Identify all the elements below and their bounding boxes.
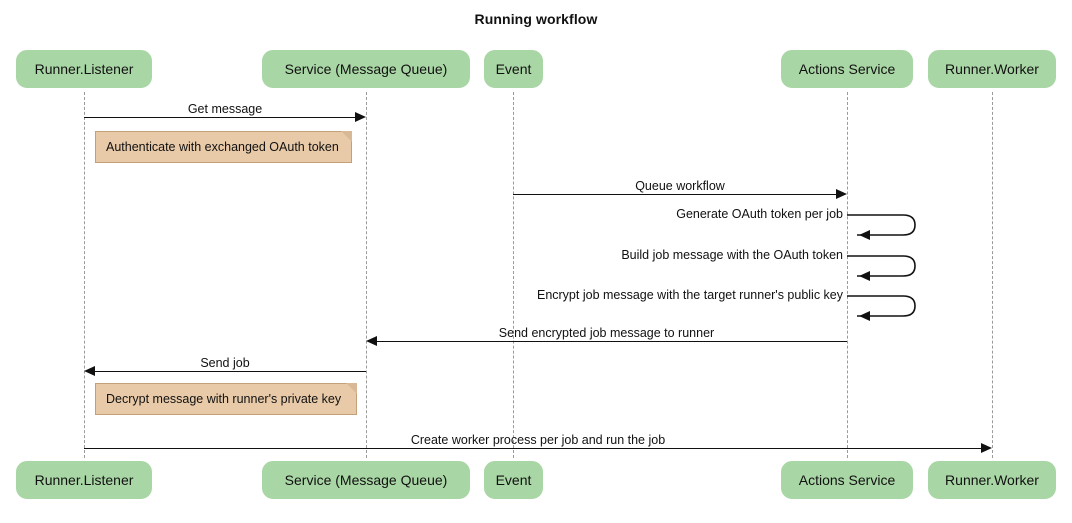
note-authenticate-label: Authenticate with exchanged OAuth token bbox=[106, 140, 339, 154]
message-label-generate-oauth-token-per-job: Generate OAuth token per job bbox=[676, 207, 843, 221]
message-line-send-encrypted-job-message-to-runner bbox=[377, 341, 847, 342]
arrowhead-left-send-job bbox=[84, 366, 95, 376]
participant-event-bottom[interactable]: Event bbox=[484, 461, 543, 499]
message-label-encrypt-job-message-with-the-target-runners-public-key: Encrypt job message with the target runn… bbox=[536, 288, 843, 302]
arrowhead-right-get-message bbox=[355, 112, 366, 122]
note-decrypt-label: Decrypt message with runner's private ke… bbox=[106, 392, 342, 406]
participant-runner-worker-top[interactable]: Runner.Worker bbox=[928, 50, 1056, 88]
participant-runner-listener-bottom[interactable]: Runner.Listener bbox=[16, 461, 152, 499]
lifeline-event bbox=[513, 92, 514, 458]
message-label-get-message: Get message bbox=[187, 102, 263, 116]
message-line-get-message bbox=[84, 117, 361, 118]
lifeline-runner-worker bbox=[992, 92, 993, 458]
message-label-queue-workflow: Queue workflow bbox=[635, 179, 725, 193]
note-authenticate: Authenticate with exchanged OAuth token bbox=[95, 131, 352, 163]
lifeline-runner-listener bbox=[84, 92, 85, 458]
lifeline-service-message-queue bbox=[366, 92, 367, 458]
selfloop-generate-oauth-token-per-job bbox=[847, 208, 927, 243]
arrowhead-left-send-encrypted-job-message-to-runner bbox=[366, 336, 377, 346]
participant-actions-service-bottom[interactable]: Actions Service bbox=[781, 461, 913, 499]
participant-runner-listener-top[interactable]: Runner.Listener bbox=[16, 50, 152, 88]
note-fold-icon bbox=[341, 131, 352, 142]
note-decrypt: Decrypt message with runner's private ke… bbox=[95, 383, 357, 415]
message-label-send-encrypted-job-message-to-runner: Send encrypted job message to runner bbox=[498, 326, 715, 340]
message-label-create-worker-process-per-job-and-run-the-job: Create worker process per job and run th… bbox=[410, 433, 666, 447]
message-line-create-worker-process-per-job-and-run-the-job bbox=[84, 448, 981, 449]
participant-event-top[interactable]: Event bbox=[484, 50, 543, 88]
page-title: Running workflow bbox=[474, 11, 598, 27]
participant-runner-worker-bottom[interactable]: Runner.Worker bbox=[928, 461, 1056, 499]
selfloop-encrypt-job-message-with-the-target-runners-public-key bbox=[847, 289, 927, 324]
message-label-build-job-message-with-the-oauth-token: Build job message with the OAuth token bbox=[621, 248, 843, 262]
message-label-send-job: Send job bbox=[200, 356, 250, 370]
lifeline-actions-service bbox=[847, 92, 848, 458]
arrowhead-right-queue-workflow bbox=[836, 189, 847, 199]
note-fold-icon bbox=[346, 383, 357, 394]
selfloop-build-job-message-with-the-oauth-token bbox=[847, 249, 927, 284]
participant-actions-service-top[interactable]: Actions Service bbox=[781, 50, 913, 88]
message-line-queue-workflow bbox=[513, 194, 836, 195]
arrowhead-right-create-worker-process-per-job-and-run-the-job bbox=[981, 443, 992, 453]
message-line-send-job bbox=[95, 371, 366, 372]
participant-service-message-queue-top[interactable]: Service (Message Queue) bbox=[262, 50, 470, 88]
participant-service-message-queue-bottom[interactable]: Service (Message Queue) bbox=[262, 461, 470, 499]
